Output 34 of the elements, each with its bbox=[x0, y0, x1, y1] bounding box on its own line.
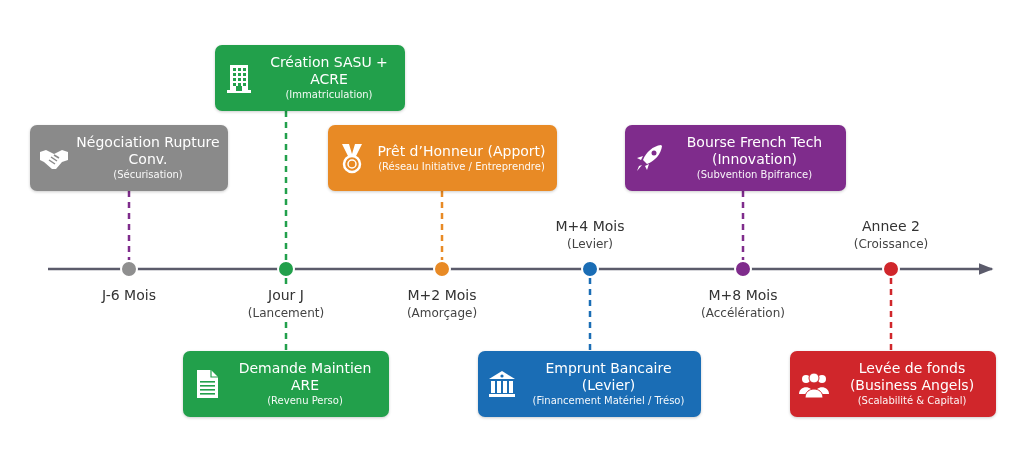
dashed-connector bbox=[889, 278, 893, 351]
dashed-connector bbox=[127, 191, 131, 260]
card-title: Prêt d’Honneur (Apport) bbox=[376, 142, 547, 160]
card-subtitle: (Immatriculation) bbox=[284, 88, 374, 102]
card-subtitle: (Financement Matériel / Tréso) bbox=[531, 394, 686, 408]
milestone-card bbox=[328, 125, 557, 191]
timeline-dot bbox=[734, 260, 752, 278]
milestone-card bbox=[215, 45, 405, 111]
card-title: Demande Maintien ARE bbox=[237, 360, 373, 394]
card-title: Bourse French Tech (Innovation) bbox=[685, 134, 824, 168]
milestone-card bbox=[183, 351, 389, 417]
milestone-card bbox=[478, 351, 701, 417]
card-title: Emprunt Bancaire (Levier) bbox=[544, 360, 673, 394]
dashed-connector bbox=[440, 191, 444, 260]
time-label: J-6 Mois bbox=[99, 286, 159, 304]
timeline-dot bbox=[882, 260, 900, 278]
milestone-card bbox=[625, 125, 846, 191]
card-subtitle: (Revenu Perso) bbox=[266, 394, 344, 408]
card-title: Création SASU + ACRE bbox=[269, 54, 389, 88]
timeline-dot bbox=[277, 260, 295, 278]
card-subtitle: (Subvention Bpifrance) bbox=[695, 168, 814, 182]
timeline-dot bbox=[433, 260, 451, 278]
timeline-dot bbox=[581, 260, 599, 278]
dashed-connector bbox=[284, 111, 288, 260]
card-subtitle: (Réseau Initiative / Entreprendre) bbox=[377, 159, 546, 174]
card-title: Négociation Rupture Conv. bbox=[76, 134, 220, 168]
milestone-card bbox=[790, 351, 996, 417]
dashed-connector bbox=[588, 278, 592, 351]
timeline-dot bbox=[120, 260, 138, 278]
card-subtitle: (Sécurisation) bbox=[112, 168, 184, 182]
card-title: Levée de fonds (Business Angels) bbox=[848, 360, 976, 394]
dashed-connector bbox=[741, 191, 745, 260]
card-subtitle: (Scalabilité & Capital) bbox=[856, 394, 968, 408]
milestone-card bbox=[30, 125, 228, 191]
